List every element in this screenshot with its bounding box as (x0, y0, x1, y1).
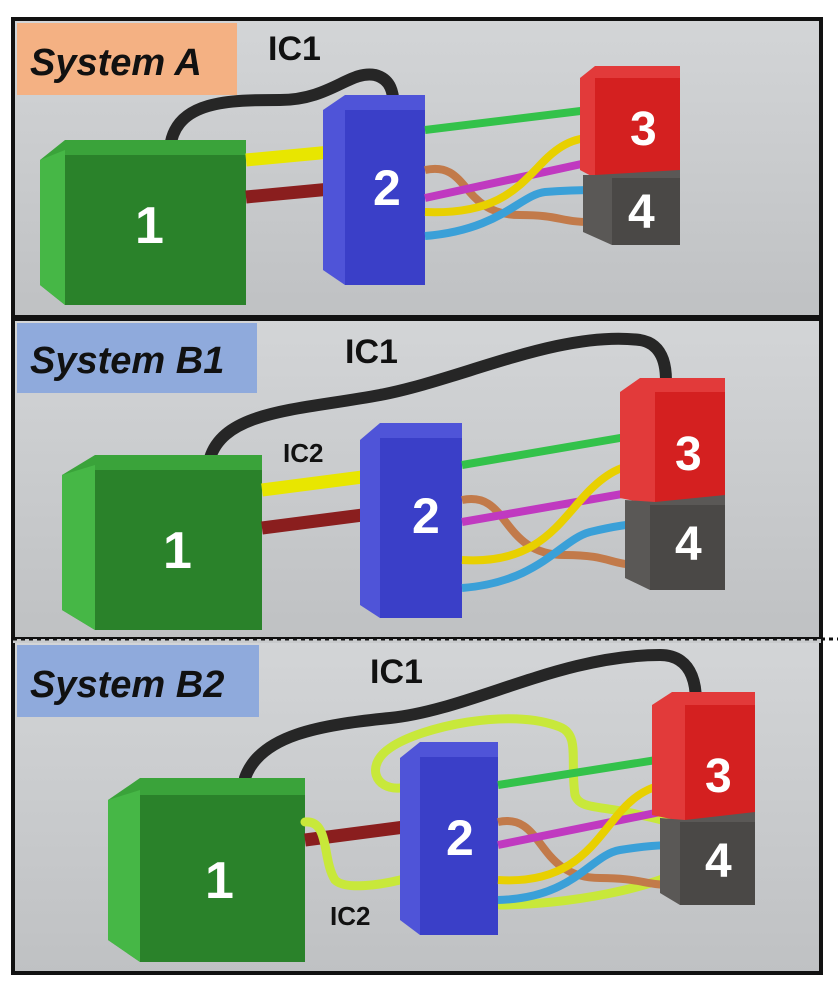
panel-b2-box-1 (108, 778, 305, 962)
panel-b1-box-1-label: 1 (163, 522, 192, 580)
panel-b1-ic1-wire (204, 332, 672, 464)
panel-a-box-1-label: 1 (135, 197, 164, 255)
panel-a-wire-magenta (424, 156, 601, 202)
panel-a-wire-yellow2 (424, 132, 601, 217)
panel-a-label: System A (30, 42, 202, 84)
panel-a-ic1-label: IC1 (268, 30, 321, 68)
panel-b1-ic1-label: IC1 (345, 333, 398, 371)
panel-b2-box-2-label: 2 (446, 810, 474, 866)
panel-b2-ic1-label: IC1 (370, 653, 423, 691)
panel-b2-box-1-label: 1 (205, 852, 234, 910)
panel-b2-box-4-label: 4 (705, 835, 732, 888)
panel-b2-box-3-label: 3 (705, 750, 732, 803)
panel-b1-box-4-label: 4 (675, 518, 702, 571)
panel-b1-box-4 (625, 495, 725, 590)
panel-a-box-2-label: 2 (373, 160, 401, 216)
panel-b1-box-3-label: 3 (675, 428, 702, 481)
panel-b1-box-2-label: 2 (412, 488, 440, 544)
panel-a-box-4-label: 4 (628, 186, 655, 239)
panel-system-b2: System B2 IC1 IC2 1 2 3 (11, 637, 838, 975)
panel-a-box-4 (583, 170, 680, 245)
panel-b2-ic2-label: IC2 (330, 901, 370, 931)
panel-b1-wire-yellow (261, 468, 379, 497)
panel-system-a: System A IC1 1 2 3 (11, 17, 823, 319)
panel-a-box-1 (40, 140, 246, 305)
panel-b2-wire-magenta (497, 804, 681, 849)
panel-b2-wire-blue (497, 841, 679, 904)
panel-b1-box-2 (360, 423, 462, 618)
panel-a-box-2 (323, 95, 425, 285)
panel-a-wire-blue (424, 186, 601, 240)
panel-a-box-3-label: 3 (630, 103, 657, 156)
panel-a-wire-green (424, 104, 606, 134)
panel-system-b1: System B1 IC1 IC2 1 2 3 (11, 317, 823, 641)
panel-b2-label: System B2 (30, 664, 224, 706)
panel-b1-box-1 (62, 455, 262, 630)
panel-a-label-bg (17, 23, 237, 95)
panel-b2-box-2 (400, 742, 498, 935)
panel-b2-label-bg (17, 645, 259, 717)
panel-b1-label: System B1 (30, 340, 224, 382)
panel-b1-box-3 (620, 378, 725, 505)
panel-b2-box-4 (660, 812, 755, 905)
panel-b1-ic2-label: IC2 (283, 438, 323, 468)
panel-b1-label-bg (17, 323, 257, 393)
panel-a-ic1-wire (164, 68, 401, 154)
panel-b2-box-3 (652, 692, 755, 822)
panel-b1-wire-magenta (461, 486, 646, 526)
panel-b2-ic1-wire (239, 648, 702, 784)
panel-a-box-3 (580, 66, 680, 178)
panel-b1-wire-darkred (261, 506, 379, 535)
